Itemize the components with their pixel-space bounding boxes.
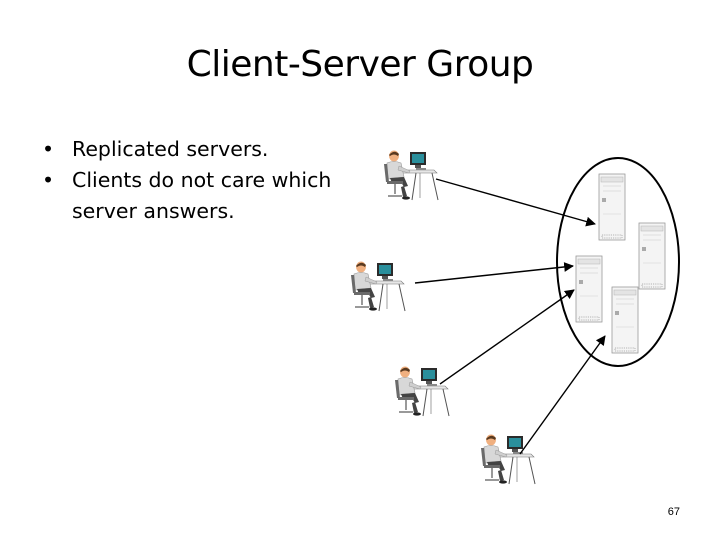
bullet-dot-icon: • [42,168,55,192]
bullet-text: Clients do not care which server answers… [72,168,332,223]
bullet-dot-icon: • [42,137,55,161]
bullet-text: Replicated servers. [72,137,269,161]
bullet-list: • Replicated servers. • Clients do not car… [42,134,342,227]
connection-arrow-4 [519,335,606,455]
page-number: 67 [667,506,680,518]
server-4-icon [611,286,639,354]
bullet-item: • Replicated servers. [42,134,342,165]
server-3-icon [575,255,603,323]
connection-arrow-2 [414,262,574,284]
slide-title: Client-Server Group [186,44,534,85]
client-3-icon [394,365,450,417]
connection-arrow-1 [435,178,596,227]
client-1-icon [383,149,439,201]
server-1-icon [598,173,626,241]
client-2-icon [350,260,406,312]
connection-arrow-3 [439,289,575,385]
client-4-icon [480,433,536,485]
server-2-icon [638,222,666,290]
server-group-ellipse [556,157,680,367]
bullet-item: • Clients do not care which server answer… [42,165,342,227]
